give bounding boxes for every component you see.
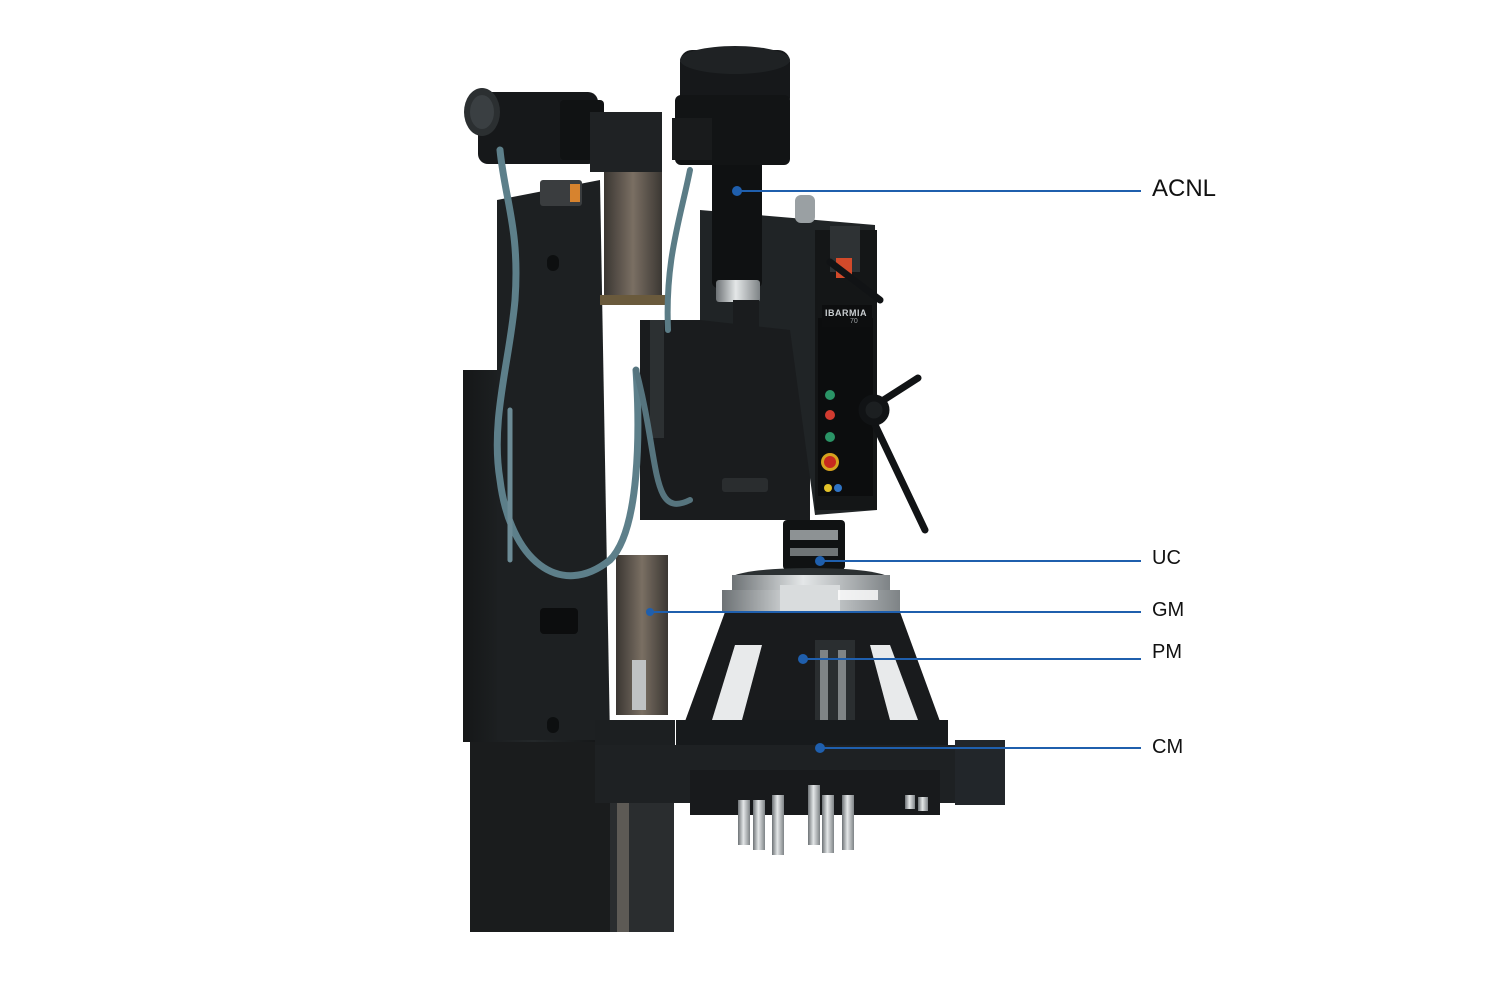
leader-dot-pm	[798, 654, 808, 664]
callout-leaders	[650, 190, 1141, 749]
label-uc: UC	[1152, 547, 1181, 569]
feed-motor	[464, 88, 604, 206]
machine-column	[463, 180, 674, 932]
tool-spindles	[738, 785, 928, 855]
label-acnl: ACNL	[1152, 175, 1217, 202]
universal-coupling	[783, 520, 845, 570]
leader-dot-uc	[815, 556, 825, 566]
label-pm: PM	[1152, 641, 1182, 663]
brand-plate: IBARMIA 70	[822, 305, 872, 327]
spindle-motor	[672, 46, 815, 223]
brand-plate-text: IBARMIA	[825, 308, 867, 318]
label-gm: GM	[1152, 599, 1185, 621]
spindle-quill	[712, 128, 768, 492]
leader-dot-cm	[815, 743, 825, 753]
work-table	[595, 720, 1005, 815]
leader-dot-acnl	[732, 186, 742, 196]
callout-dots	[646, 186, 825, 753]
guide-rails	[600, 165, 668, 715]
leader-dot-gm	[646, 608, 654, 616]
control-panel	[821, 390, 842, 492]
coolant-hoses	[493, 146, 693, 580]
gear-housing	[722, 568, 900, 615]
label-cm: CM	[1152, 736, 1184, 758]
feed-handles	[826, 258, 929, 534]
model-plate-text: 70	[850, 318, 858, 325]
